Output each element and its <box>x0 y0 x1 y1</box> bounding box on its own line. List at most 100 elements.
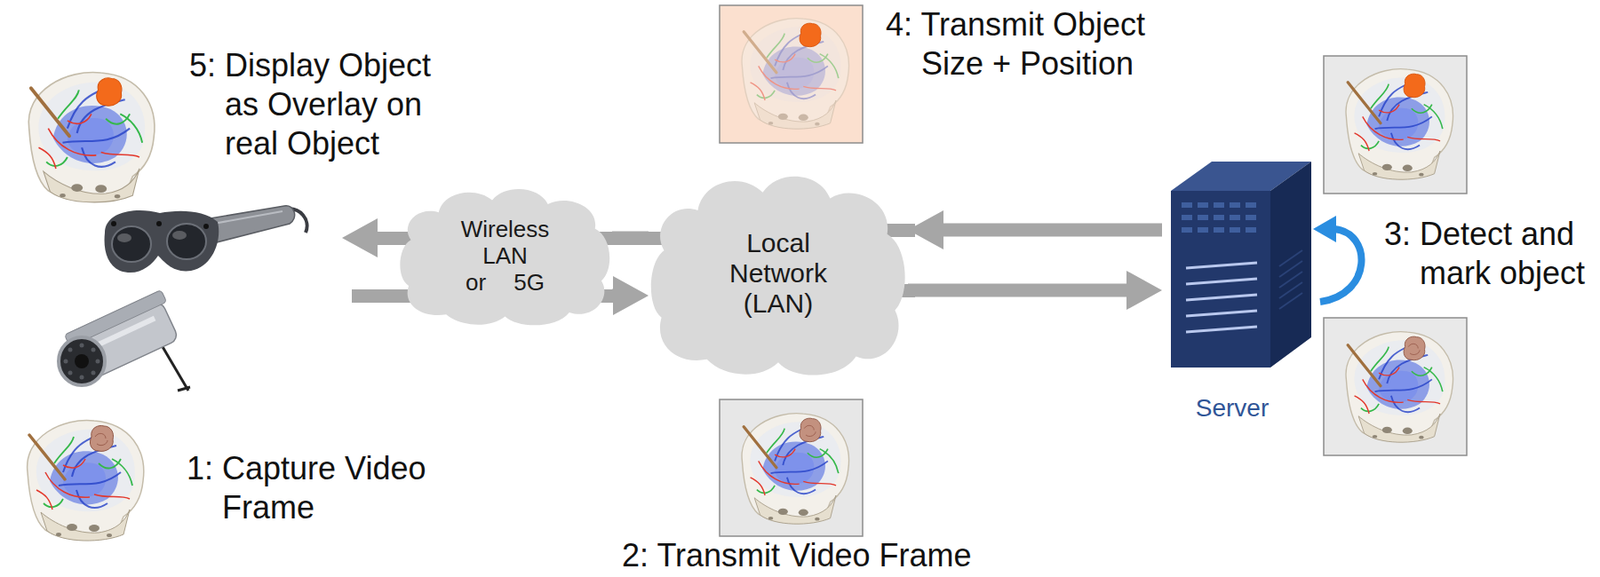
video-frame-image <box>799 418 821 443</box>
object-data-image <box>719 5 863 144</box>
server-icon <box>1279 293 1303 310</box>
video-camera <box>63 359 69 365</box>
arrow-shaft <box>907 284 1127 298</box>
object-data-image <box>741 18 849 130</box>
detected-image <box>1323 55 1467 194</box>
node-label: Local Network (LAN) <box>720 228 836 319</box>
video-camera <box>177 387 191 391</box>
wireless-cloud: Wireless LAN or 5G <box>398 183 613 327</box>
object-data-image <box>799 23 821 48</box>
server-icon <box>1213 227 1225 233</box>
video-camera <box>68 348 73 353</box>
input-image <box>1323 318 1467 456</box>
step-label: 3: Detect and mark object <box>1384 214 1598 294</box>
server-icon <box>1197 227 1209 233</box>
step-label-box: 5: Display Object as Overlay on real Obj… <box>189 46 447 164</box>
video-frame-image <box>719 399 863 537</box>
video-camera <box>58 290 191 391</box>
step-label: 1: Capture Video Frame <box>186 449 445 528</box>
input-image <box>1403 336 1425 361</box>
video-camera <box>58 337 105 386</box>
brain-captured-image <box>89 426 113 453</box>
ar-glasses <box>172 230 187 240</box>
server-icon <box>1245 214 1257 221</box>
ar-glasses <box>104 206 308 273</box>
process-arrow <box>1313 215 1337 243</box>
server-icon <box>1229 214 1241 221</box>
detected-image <box>1403 73 1425 98</box>
video-frame-image <box>719 399 863 537</box>
server-icon <box>1197 202 1209 208</box>
ar-glasses <box>117 233 132 243</box>
node-body: Local Network (LAN) <box>648 168 908 378</box>
network-arrow <box>612 276 649 316</box>
network-arrow <box>907 210 1163 250</box>
brain-captured-image <box>27 421 144 542</box>
process-arrow <box>1320 229 1362 303</box>
server-icon <box>1213 214 1225 221</box>
brain-overlay-image <box>96 78 122 106</box>
brain-captured-image <box>27 421 144 542</box>
server-icon <box>1181 202 1193 208</box>
server-icon <box>1186 262 1258 333</box>
ar-glasses <box>213 211 283 224</box>
arrow-shaft <box>612 231 649 246</box>
server-icon <box>1279 250 1303 310</box>
server-icon <box>1186 262 1258 269</box>
detected-image <box>1345 69 1453 181</box>
step-label-box: 4: Transmit Object Size + Position <box>885 5 1162 84</box>
cloud-shape <box>651 176 906 376</box>
ar-glasses <box>111 221 117 227</box>
server-icon <box>1245 227 1257 233</box>
server-icon <box>1186 294 1258 301</box>
video-camera <box>79 375 85 381</box>
network-arrow <box>342 218 378 258</box>
server-node: Server <box>1162 156 1303 423</box>
server-icon <box>1186 326 1258 333</box>
server-icon <box>1186 310 1258 317</box>
node-body: Server <box>1162 156 1303 423</box>
object-data-image <box>719 5 863 144</box>
ar-glasses <box>167 223 207 260</box>
ar-glasses <box>104 210 220 273</box>
network-arrow <box>612 238 649 239</box>
input-image <box>1345 332 1453 444</box>
server-icon <box>1170 191 1271 368</box>
server-icon <box>1181 214 1193 221</box>
server-icon <box>1170 161 1312 368</box>
server-icon <box>1213 202 1225 208</box>
brain-overlay-image <box>28 71 155 202</box>
arrow-head <box>612 276 649 316</box>
video-camera <box>79 343 85 349</box>
ar-glasses <box>156 221 162 227</box>
node-label: Wireless LAN or 5G <box>460 215 551 296</box>
step-label-box: 2: Transmit Video Frame <box>621 538 1031 574</box>
server-icon <box>1245 202 1257 208</box>
video-camera <box>91 371 96 376</box>
video-camera <box>74 354 89 369</box>
step-label-box: 3: Detect and mark object <box>1384 214 1598 294</box>
node-label: Server <box>1165 394 1299 423</box>
video-camera <box>91 348 96 353</box>
server-icon <box>1197 214 1209 221</box>
step-label: 2: Transmit Video Frame <box>621 538 1031 574</box>
process-arrow <box>1313 215 1362 303</box>
ar-glasses <box>111 226 152 263</box>
server-icon <box>1186 278 1258 285</box>
video-frame-image <box>741 413 849 526</box>
network-arrow <box>907 270 1163 311</box>
server-icon <box>1181 202 1257 233</box>
cloud-shape <box>399 189 610 326</box>
arrow-head <box>907 210 944 250</box>
server-icon <box>1229 227 1241 233</box>
step-label: 5: Display Object as Overlay on real Obj… <box>189 46 447 164</box>
input-image <box>1323 318 1467 456</box>
step-label-box: 1: Capture Video Frame <box>186 449 445 528</box>
arrow-shaft <box>943 223 1163 238</box>
node-body: Wireless LAN or 5G <box>398 183 613 327</box>
step-label: 4: Transmit Object Size + Position <box>885 5 1162 84</box>
server-icon <box>1270 161 1312 368</box>
arrow-head <box>1126 270 1163 311</box>
brain-overlay-image <box>28 71 155 202</box>
